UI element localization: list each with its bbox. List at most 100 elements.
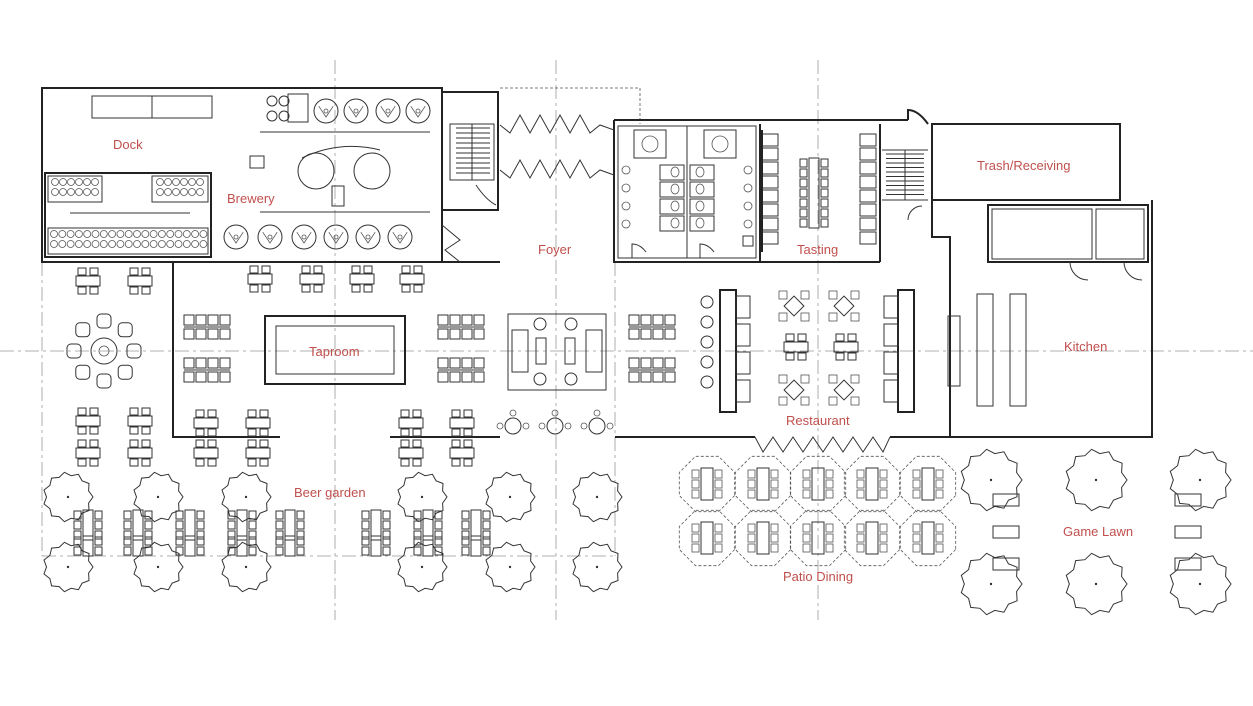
stool	[859, 189, 877, 203]
toilet-icon	[670, 166, 680, 178]
keg	[91, 188, 99, 196]
stool	[761, 217, 779, 231]
table-vertical	[413, 535, 443, 557]
fermenter-tank	[343, 98, 369, 124]
lounge-chair	[117, 322, 133, 338]
keg	[266, 95, 278, 107]
tree-icon	[221, 471, 272, 523]
keg	[59, 178, 67, 186]
table-row	[628, 314, 676, 340]
patio-table	[678, 509, 736, 567]
tree-icon	[485, 471, 536, 523]
chair	[606, 422, 614, 430]
chair	[509, 409, 517, 417]
table-4	[349, 265, 375, 293]
fixture	[711, 135, 729, 153]
stool	[761, 203, 779, 217]
trees	[43, 448, 1232, 616]
building-walls	[41, 87, 1153, 438]
keg	[266, 110, 278, 122]
table-row	[183, 314, 231, 340]
toilet-icon	[670, 200, 680, 212]
table-vertical	[73, 535, 103, 557]
keg	[196, 178, 204, 186]
keg	[191, 240, 200, 248]
tree-icon	[485, 541, 536, 593]
keg	[75, 240, 83, 248]
toilet-icon	[695, 217, 705, 229]
keg	[278, 110, 290, 122]
keg	[149, 230, 158, 238]
room-labels: Dock Brewery Foyer Tasting Trash/Receivi…	[113, 137, 1133, 584]
tree-icon	[1169, 552, 1232, 616]
patio-table	[678, 455, 736, 513]
tree-icon	[1065, 552, 1128, 616]
keg	[75, 178, 83, 186]
toilet-icon	[670, 217, 680, 229]
keg	[164, 188, 172, 196]
game-board	[992, 525, 1020, 539]
patio-table	[899, 455, 957, 513]
toilet-icon	[670, 183, 680, 195]
table-4	[247, 265, 273, 293]
grid-lines	[0, 60, 1253, 620]
diamond-table	[828, 374, 860, 406]
table-4	[127, 267, 153, 295]
toilet-icon	[695, 200, 705, 212]
table-vertical	[123, 509, 153, 541]
keg	[108, 230, 116, 238]
label-foyer: Foyer	[538, 242, 572, 257]
keg	[199, 230, 208, 238]
stool	[700, 315, 714, 329]
booth	[735, 379, 751, 403]
keg	[67, 188, 75, 196]
keg	[157, 240, 166, 248]
fermenter-tank	[375, 98, 401, 124]
keg	[83, 240, 92, 248]
table-row	[437, 314, 485, 340]
table-4	[398, 439, 424, 467]
label-trash-receiving: Trash/Receiving	[977, 158, 1070, 173]
stool	[700, 335, 714, 349]
stool	[700, 295, 714, 309]
round-table-center	[98, 345, 110, 357]
keg	[149, 240, 158, 248]
table-vertical	[275, 535, 305, 557]
table-vertical	[461, 535, 491, 557]
tree-icon	[572, 541, 623, 593]
door-swing	[475, 184, 497, 206]
diamond-table	[778, 290, 810, 322]
lounge-chair	[96, 373, 112, 389]
fermenter-tank	[257, 224, 283, 250]
keg	[91, 178, 99, 186]
keg	[180, 178, 188, 186]
stall	[689, 181, 715, 198]
fermenter-tank	[387, 224, 413, 250]
cafe-table	[504, 417, 522, 435]
keg	[196, 188, 204, 196]
keg	[99, 230, 108, 238]
keg	[164, 178, 172, 186]
sink	[743, 165, 753, 175]
table-row	[628, 357, 676, 383]
keg	[191, 230, 200, 238]
keg	[50, 240, 58, 248]
keg	[108, 240, 116, 248]
game-board	[1174, 493, 1202, 507]
keg	[278, 95, 290, 107]
sink	[621, 219, 631, 229]
keg	[50, 230, 58, 238]
booth	[883, 379, 899, 403]
game-board	[992, 557, 1020, 571]
table-4	[75, 439, 101, 467]
sink	[621, 183, 631, 193]
booth	[883, 295, 899, 319]
stool	[761, 147, 779, 161]
trash-bin	[742, 235, 754, 247]
tree-icon	[133, 471, 184, 523]
booth	[735, 295, 751, 319]
table-4	[245, 439, 271, 467]
table-4	[449, 439, 475, 467]
stool	[761, 161, 779, 175]
diamond-table	[778, 374, 810, 406]
